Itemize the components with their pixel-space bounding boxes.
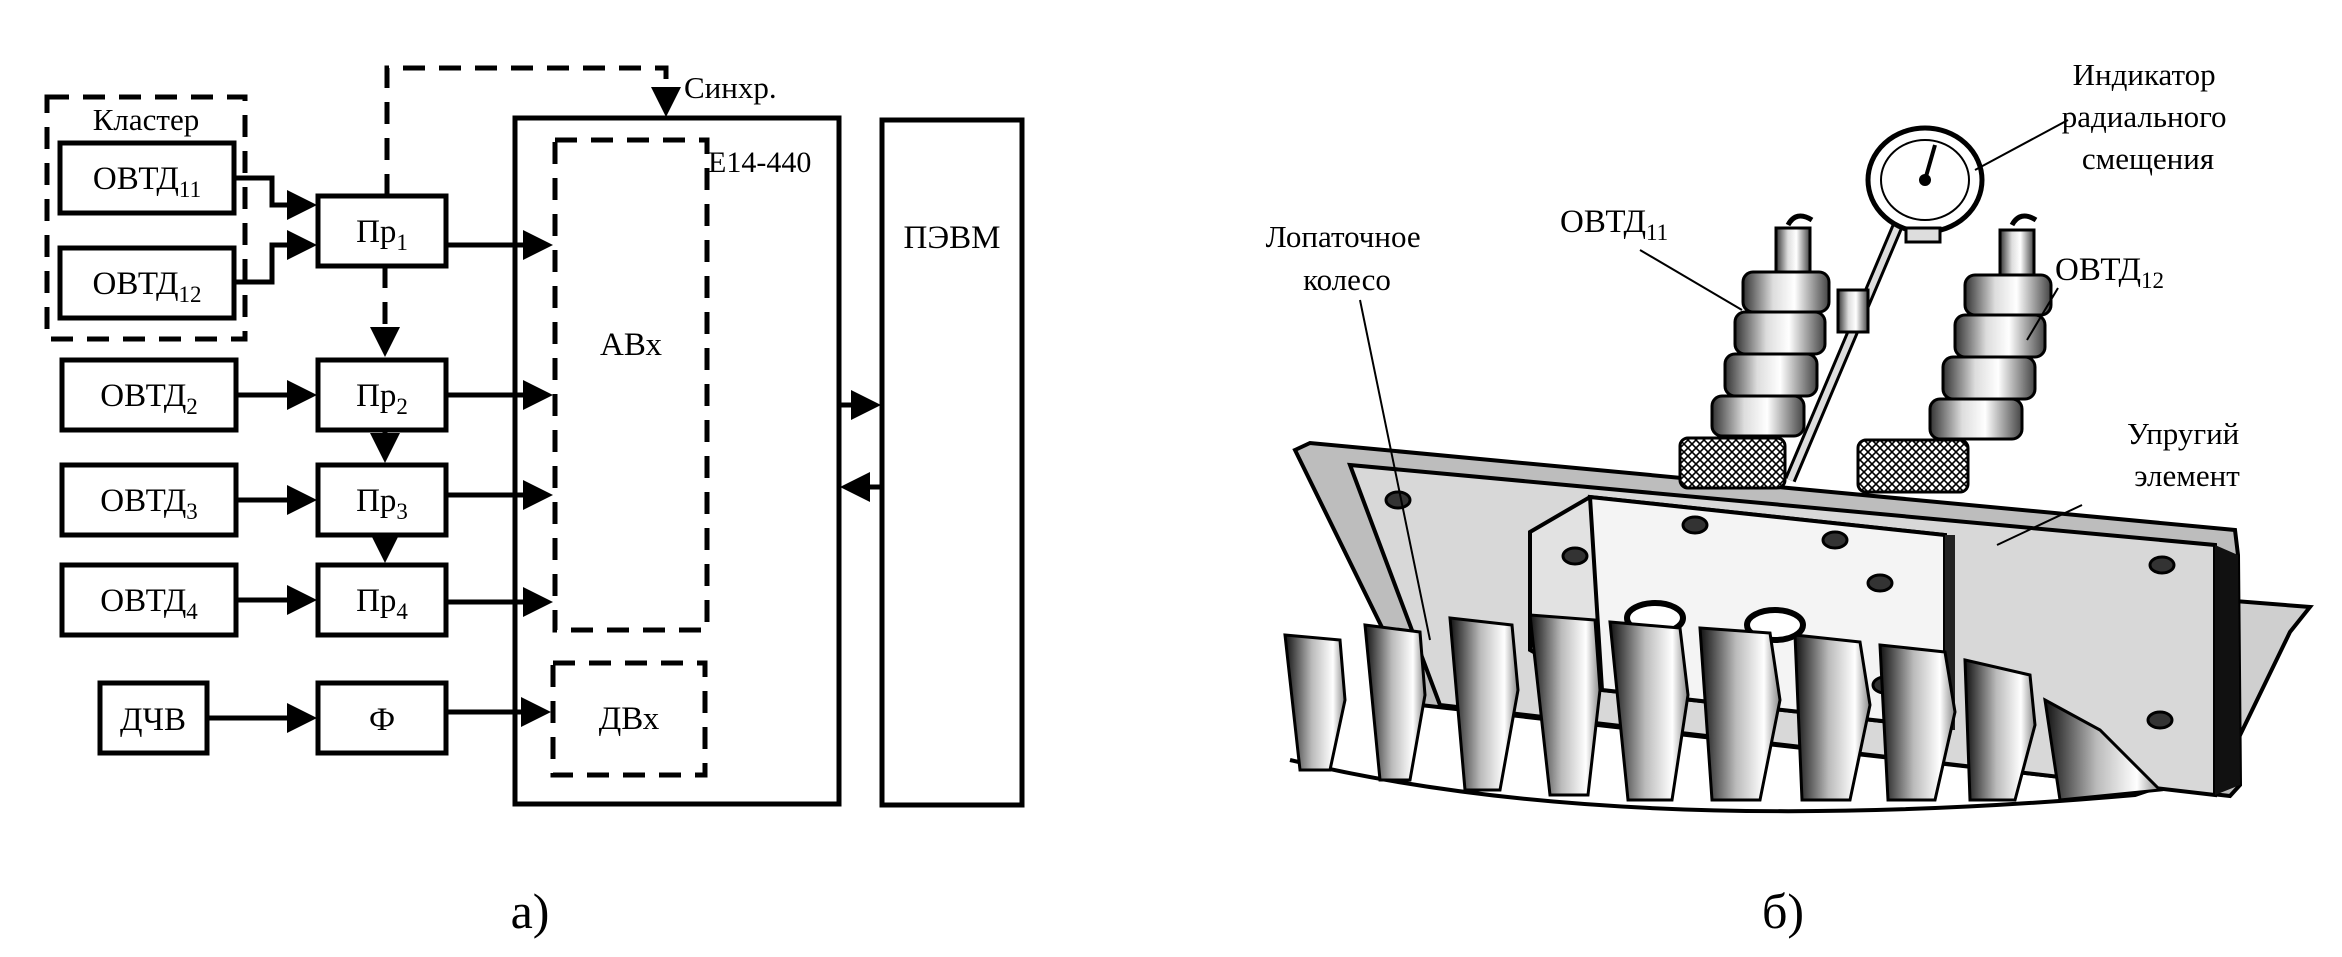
- leader-elastic: [1996, 504, 2083, 546]
- svg-text:ОВТД3: ОВТД3: [100, 483, 198, 524]
- sensor-ovtd12: ОВТД12: [57, 245, 237, 321]
- adc-module-label: E14-440: [708, 146, 811, 179]
- block-side: [1945, 535, 1955, 730]
- sensor-ovtd4-label: ОВТД: [100, 583, 186, 619]
- sensor-ovtd11: ОВТД11: [57, 140, 237, 216]
- sensor-ovtd12-label: ОВТД: [93, 266, 179, 302]
- leader-blade-wheel: [1359, 299, 1431, 641]
- analog-inputs-label: АВх: [600, 327, 662, 363]
- digital-inputs-frame: [550, 660, 708, 778]
- sync-label: Синхр.: [684, 70, 777, 105]
- filter-f: Ф: [315, 680, 449, 756]
- radial-indicator: [1784, 125, 1985, 483]
- wire-ovtd12-pr1: [234, 230, 317, 285]
- leader-indicator: [1974, 119, 2069, 171]
- digital-inputs-label: ДВх: [599, 701, 660, 737]
- block-diagram: Кластер ОВТД11 ОВТД12 ОВТД2 ОВТД3 ОВТД4 …: [44, 65, 1025, 939]
- sensor-ovtd11-label: ОВТД: [93, 161, 179, 197]
- label-elastic: Упругий элемент: [2127, 416, 2247, 493]
- wire-ovtd11-pr1: [234, 175, 317, 220]
- label-blade-wheel: Лопаточное колесо: [1266, 219, 1429, 297]
- blade-wheel: [1283, 613, 2164, 814]
- svg-text:Ф: Ф: [369, 702, 395, 738]
- caption-a: а): [511, 883, 550, 939]
- converter-pr4: Пр4: [315, 562, 449, 638]
- converter-pr3: Пр3: [315, 462, 449, 538]
- cluster-label: Кластер: [93, 102, 199, 137]
- sensor-ovtd3-sub: 3: [186, 499, 198, 524]
- sensor-ovtd3-label: ОВТД: [100, 483, 186, 519]
- pc-pevm: [879, 117, 1025, 808]
- label-ovtd11: ОВТД11: [1560, 204, 1668, 245]
- sync-line: [384, 65, 681, 196]
- sensor-ovtd4: ОВТД4: [59, 562, 239, 638]
- sensor-ovtd3: ОВТД3: [59, 462, 239, 538]
- converter-pr2: Пр2: [315, 357, 449, 433]
- label-ovtd12: ОВТД12: [2055, 252, 2164, 293]
- svg-text:Пр1: Пр1: [356, 214, 408, 255]
- sensor-ovtd4-sub: 4: [186, 599, 198, 624]
- leader-ovtd12: [2026, 287, 2059, 341]
- svg-text:ОВТД4: ОВТД4: [100, 583, 198, 624]
- adc-module-e14-440: [512, 115, 842, 807]
- cluster-frame: [44, 94, 248, 342]
- svg-text:ОВТД2: ОВТД2: [100, 378, 198, 419]
- label-indicator: Индикатор радиального смещения: [2062, 57, 2235, 176]
- sensor-ovtd11-body: [1678, 213, 1831, 490]
- sensor-ovtd11-sub: 11: [179, 177, 201, 202]
- svg-text:ОВТД12: ОВТД12: [93, 266, 202, 307]
- svg-text:Пр4: Пр4: [356, 583, 408, 624]
- sensor-ovtd2: ОВТД2: [59, 357, 239, 433]
- svg-text:Пр2: Пр2: [356, 378, 408, 419]
- converter-pr1: Пр1: [315, 193, 449, 269]
- svg-text:Пр3: Пр3: [356, 483, 408, 524]
- analog-inputs-frame: [552, 137, 710, 633]
- caption-b: б): [1762, 883, 1804, 939]
- svg-text:ДЧВ: ДЧВ: [120, 702, 186, 738]
- elastic-plate-edge: [2215, 545, 2240, 795]
- sensor-dchv: ДЧВ: [97, 680, 210, 756]
- test-rig-illustration: Лопаточное колесо ОВТД11 ОВТД12 Индикато…: [1266, 57, 2314, 939]
- sensor-ovtd12-sub: 12: [179, 282, 202, 307]
- sensor-ovtd12-body: [1856, 213, 2053, 494]
- sensor-ovtd2-sub: 2: [186, 394, 198, 419]
- leader-ovtd11: [1639, 249, 1743, 311]
- pc-label: ПЭВМ: [904, 220, 1001, 256]
- svg-text:ОВТД11: ОВТД11: [93, 161, 201, 202]
- sensor-ovtd2-label: ОВТД: [100, 378, 186, 414]
